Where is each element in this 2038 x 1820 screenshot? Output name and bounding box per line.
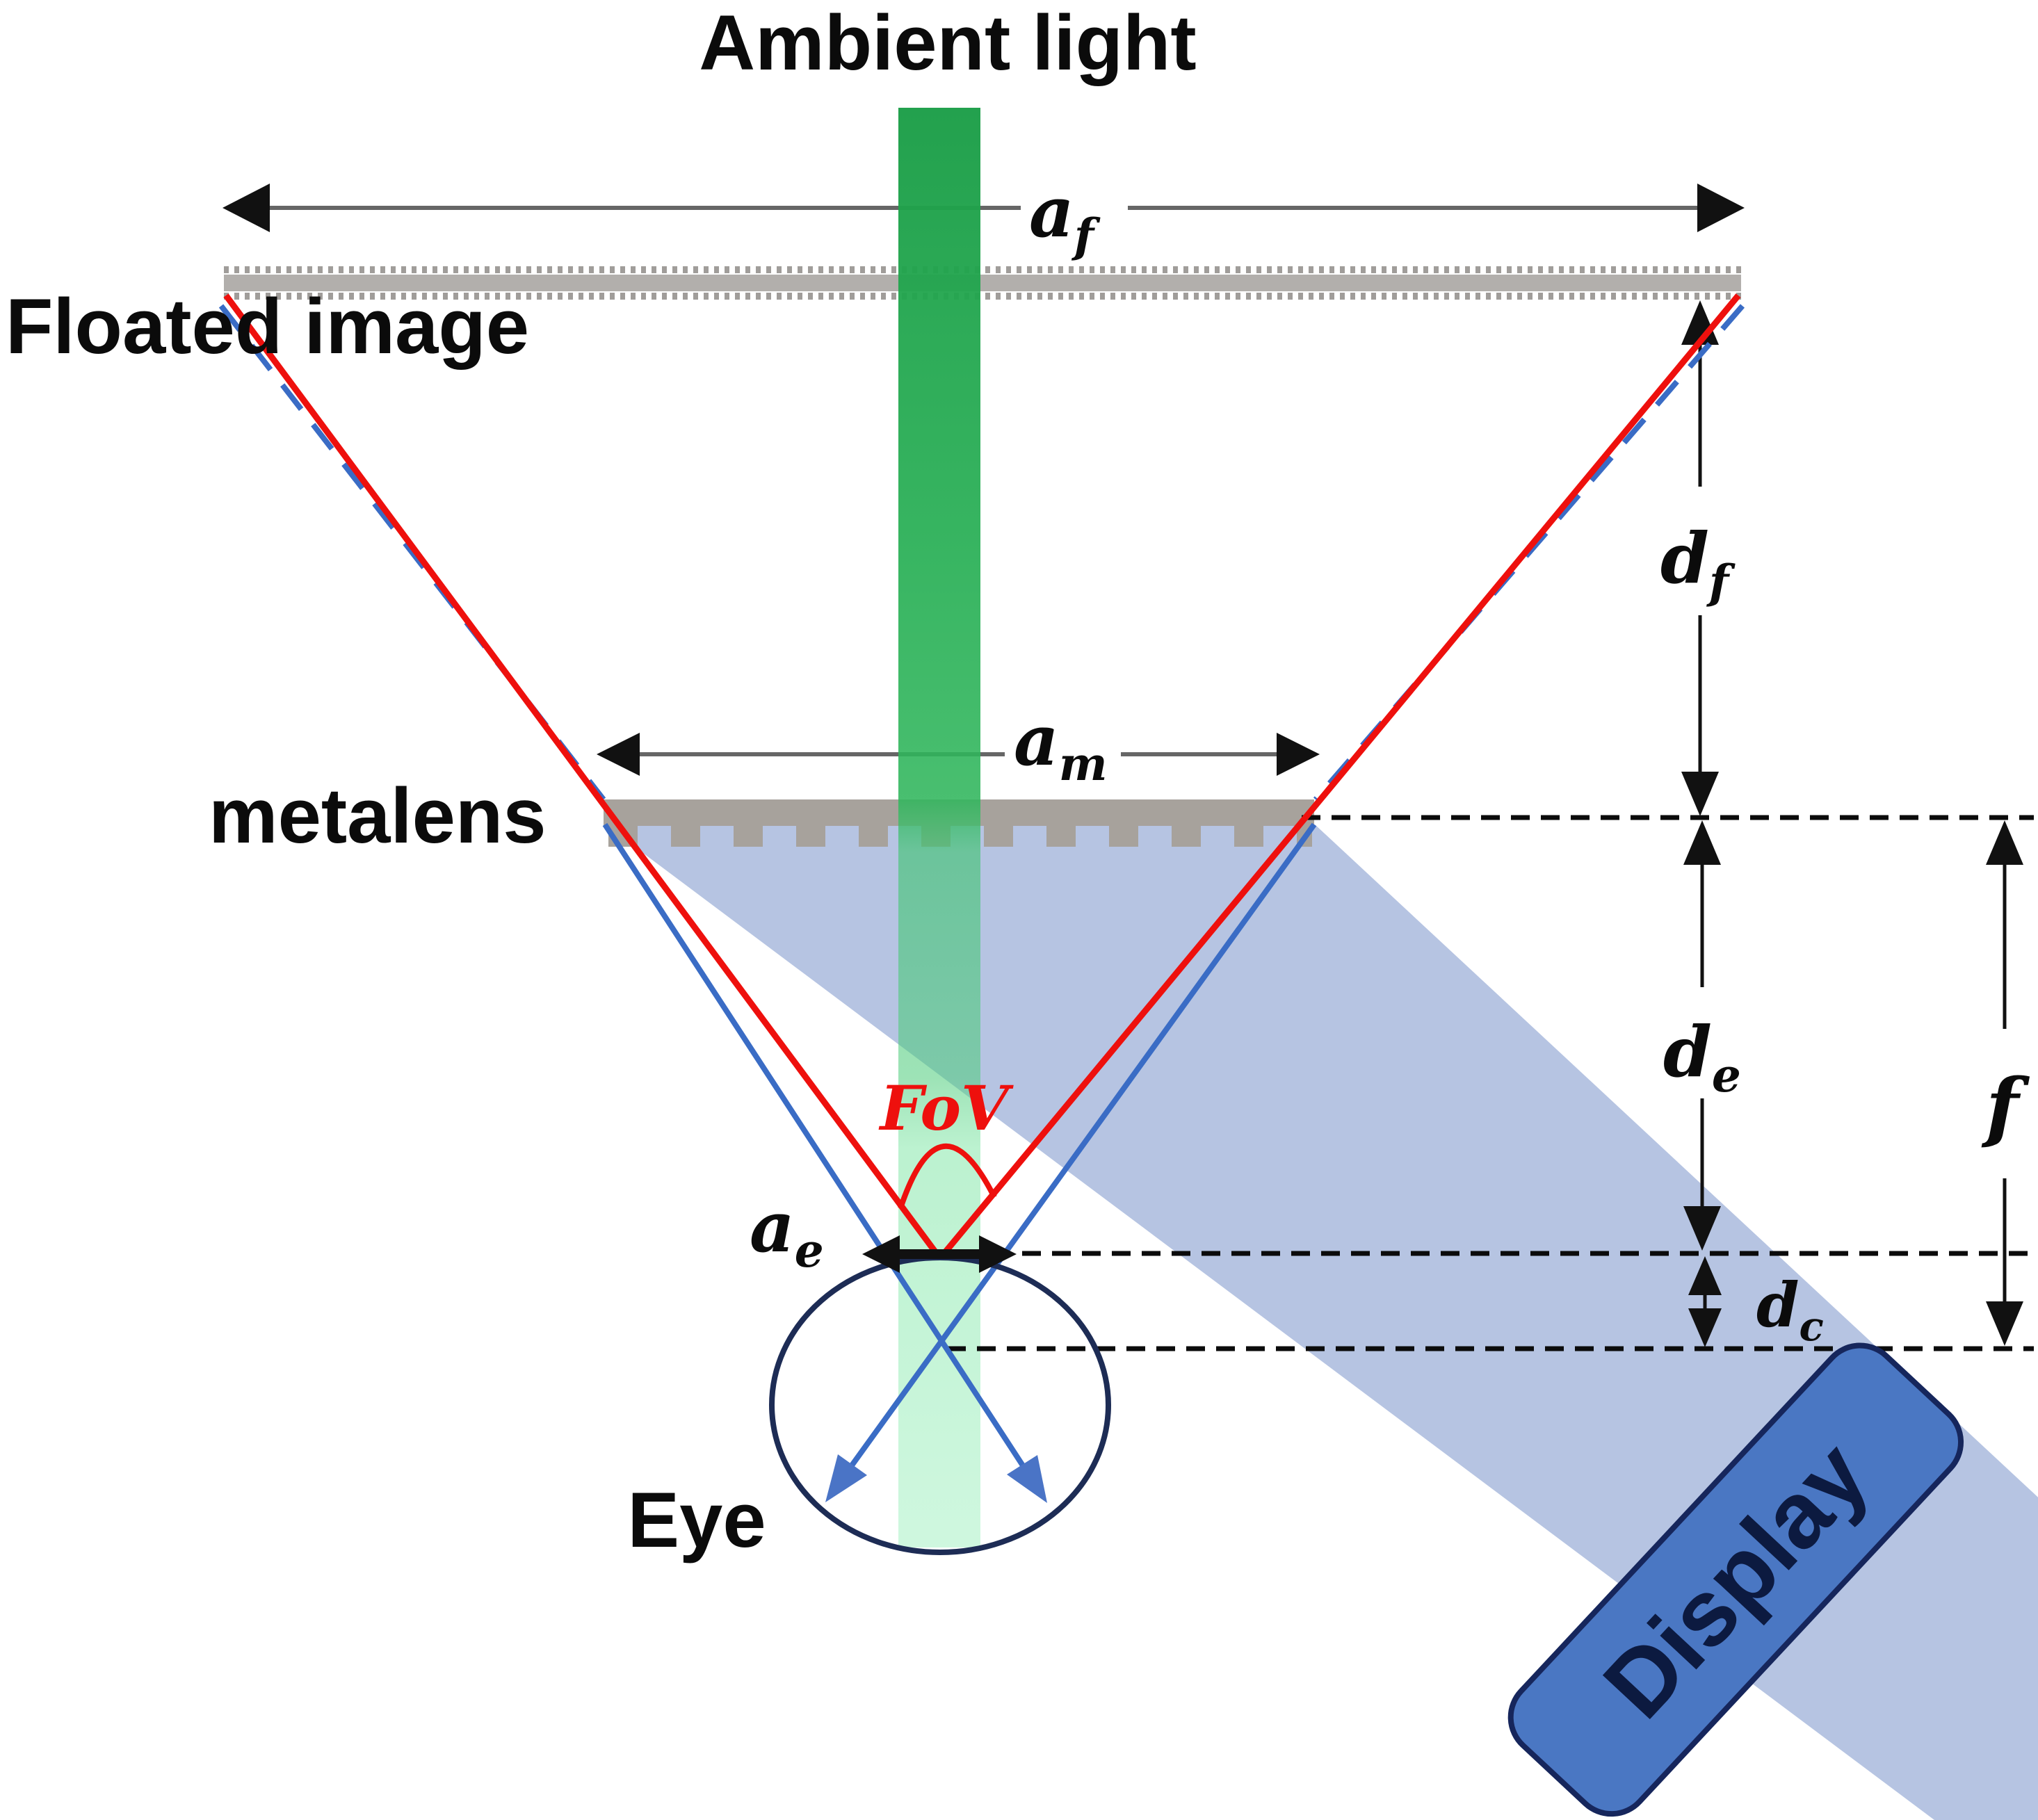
ray-blue-solid-right: [840, 822, 1317, 1480]
floated-image-plane: [224, 266, 1741, 300]
dc-arrow-up-icon: [1688, 1256, 1722, 1295]
metalens-label: metalens: [209, 772, 547, 859]
dimension-af: [223, 184, 1745, 232]
f-arrow-down-icon: [1986, 1301, 2023, 1346]
ae-arrow-right-icon: [979, 1235, 1017, 1273]
af-arrow-left-icon: [223, 184, 270, 232]
ambient-light-label: Ambient light: [699, 0, 1196, 86]
dimension-f: [1986, 820, 2023, 1346]
eye-ray-arrow-right-icon: [1007, 1455, 1047, 1503]
fov-label: FoV: [878, 1072, 1014, 1144]
df-label: df: [1660, 517, 1736, 609]
df-arrow-down-icon: [1681, 772, 1719, 816]
ambient-light-beam: [898, 108, 980, 1547]
floated-image-label: Floated image: [6, 283, 529, 370]
dimension-ae: [862, 1235, 1017, 1273]
ray-red-right: [937, 293, 1741, 1260]
af-label: af: [1029, 171, 1101, 263]
dc-arrow-down-icon: [1688, 1308, 1722, 1347]
f-label: f: [1981, 1062, 2030, 1151]
dc-label: dc: [1756, 1269, 1824, 1350]
eye-label: Eye: [627, 1477, 766, 1563]
eye-ray-arrow-left-icon: [825, 1454, 867, 1502]
af-arrow-right-icon: [1697, 184, 1745, 232]
fov-angle-arc: [898, 1143, 997, 1210]
de-arrow-up-icon: [1683, 820, 1721, 865]
floated-image-core: [224, 275, 1741, 291]
am-arrow-right-icon: [1277, 733, 1320, 776]
ray-blue-solid-left: [602, 822, 1032, 1477]
dimension-dc: [1688, 1256, 1722, 1347]
dimension-df: [1681, 300, 1719, 816]
ray-red-left: [223, 293, 943, 1260]
de-arrow-down-icon: [1683, 1206, 1721, 1251]
am-label: am: [1014, 699, 1108, 791]
ae-label: ae: [750, 1186, 824, 1278]
f-arrow-up-icon: [1986, 820, 2023, 865]
ae-arrow-left-icon: [862, 1235, 900, 1273]
dimension-de: [1683, 820, 1721, 1251]
de-label: de: [1663, 1011, 1741, 1103]
am-arrow-left-icon: [597, 733, 640, 776]
